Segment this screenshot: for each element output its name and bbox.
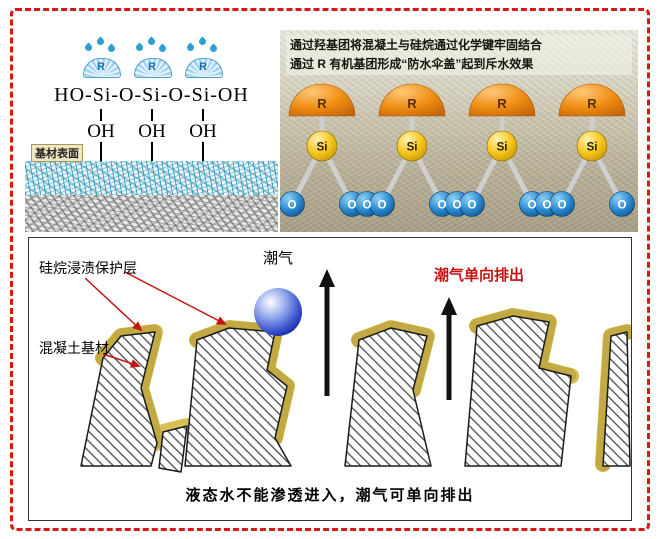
concrete-substrate-label: 混凝土基材 [39,340,109,356]
o-label: O [528,200,537,212]
raindrop-icon [95,36,106,47]
o-label: O [558,200,567,212]
silicon-labels: Si Si Si Si [317,142,598,154]
raindrop-icon [134,42,145,53]
si-label: Si [407,142,418,154]
substrate-surface-label: 基材表面 [31,144,83,162]
r-group-label: R [97,61,105,73]
raindrop-icon [185,42,196,53]
concrete-shape [184,327,292,467]
silane-formula: HO-Si-O-Si-O-Si-OH [54,84,249,106]
r-label: R [587,96,597,111]
caption-line-1: 通过羟基团将混凝土与硅烷通过化学键牢固结合 [290,38,543,52]
cross-section-graphic [80,269,631,473]
hydroxyl-label: OH [189,121,217,142]
o-label: O [378,200,387,212]
r-label: R [407,96,417,111]
si-label: Si [587,142,598,154]
hydroxyl-label: OH [87,121,115,142]
si-label: Si [317,142,328,154]
moisture-sphere [254,288,302,336]
bottom-caption: 液态水不能渗透进入，潮气可单向排出 [185,487,475,504]
caption-line-2: 通过 R 有机基团形成“防水伞盖”起到斥水效果 [290,57,534,71]
r-group-label: R [199,61,207,73]
raindrop-icon [106,43,117,54]
raindrop-icon [197,36,208,47]
siloxane-network-graphic: R R R R Si Si Si Si O O O [280,83,635,217]
umbrella-icon: R [183,36,223,78]
r-group-labels: R R R R [317,96,597,111]
bond-lines [289,111,625,207]
o-label: O [468,200,477,212]
raindrop-icon [146,36,157,47]
protective-layer-label: 硅烷浸渍保护层 [39,260,137,276]
molecule-caption: 通过羟基团将混凝土与硅烷通过化学键牢固结合 通过 R 有机基团形成“防水伞盖”起… [286,35,632,75]
raindrop-icon [83,42,94,53]
concrete-blocks [80,315,631,473]
concrete-shape [344,327,432,467]
concrete-shape [602,331,631,467]
umbrella-icon: R [132,36,172,78]
hydroxyl-label: OH [138,121,166,142]
si-label: Si [497,142,508,154]
hydroxyl-bonding-panel: R R R HO-Si-O-Si-O-Si-OH OH OH OH 基材表面 [25,30,278,232]
r-group-label: R [148,61,156,73]
bond-line [202,142,204,161]
molecule-panel: 通过羟基团将混凝土与硅烷通过化学键牢固结合 通过 R 有机基团形成“防水伞盖”起… [280,30,638,232]
bond-line [100,109,102,121]
bond-line [151,142,153,161]
bond-line [202,109,204,121]
bond-line [151,109,153,121]
umbrella-icon: R [81,36,121,78]
o-label: O [288,200,297,212]
leader-lines [84,271,227,368]
o-label: O [348,200,357,212]
o-label: O [618,200,627,212]
r-label: R [317,96,327,111]
bond-line [100,142,102,161]
oxygen-atoms [280,191,635,217]
o-label: O [438,200,447,212]
substrate-surface-texture [25,161,278,195]
moisture-label: 潮气 [262,250,293,267]
one-way-exhaust-label: 潮气单向排出 [434,267,525,284]
concrete-shape [158,425,188,473]
raindrop-icon [157,43,168,54]
o-label: O [543,200,552,212]
o-label: O [363,200,372,212]
concrete-shape [464,315,572,467]
r-label: R [497,96,507,111]
oxygen-labels: O O O O O O O O O O O [288,200,627,212]
silicon-atoms [306,130,608,162]
o-label: O [453,200,462,212]
raindrop-icon [208,43,219,54]
cross-section-panel: 硅烷浸渍保护层 潮气 潮气单向排出 混凝土基材 液态水不能渗透进入，潮气可单向排… [28,237,632,521]
umbrella-dome-shapes [288,83,626,117]
concrete-texture [25,195,278,232]
